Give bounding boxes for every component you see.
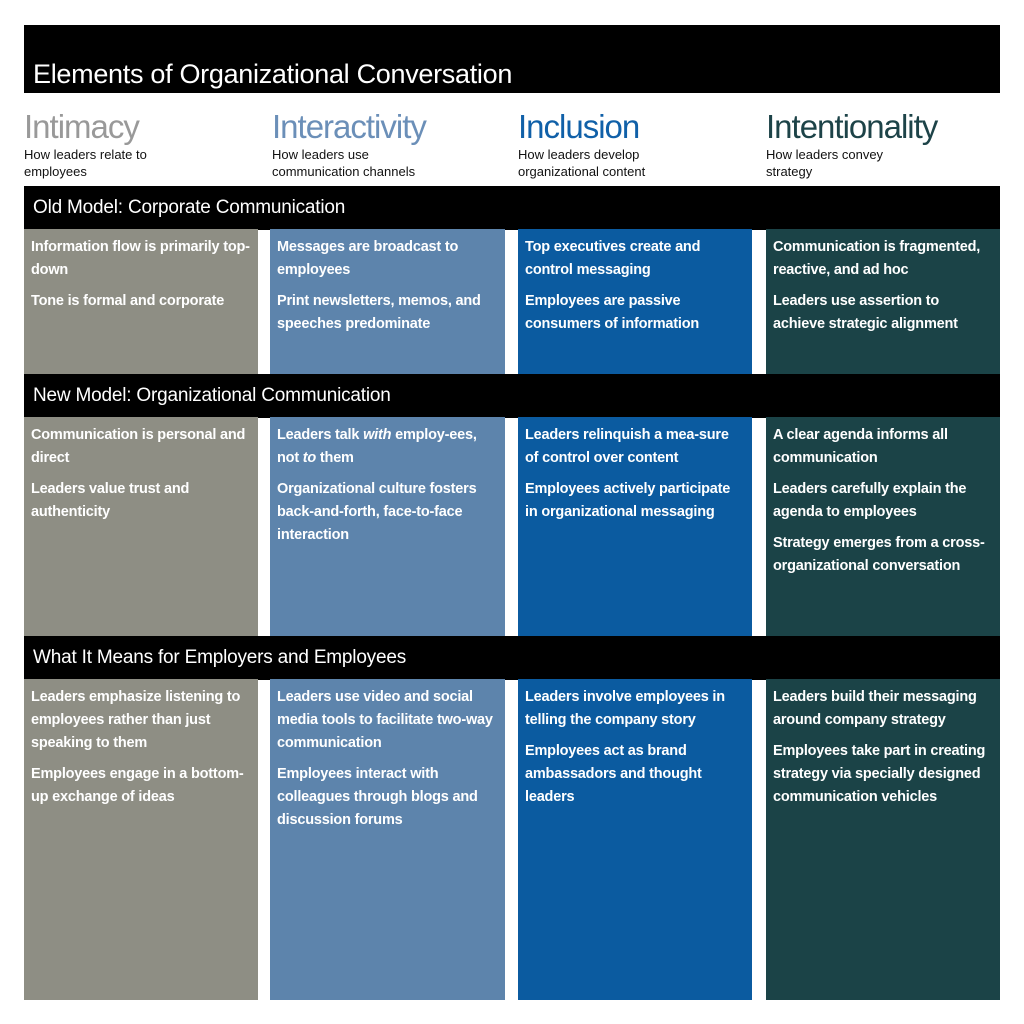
cell-point: Leaders use video and social media tools… xyxy=(277,689,493,751)
cell-point: Leaders build their messaging around com… xyxy=(773,689,977,728)
cell-point: Print newsletters, memos, and speeches p… xyxy=(277,293,481,332)
cell-intentionality: A clear agenda informs all communication… xyxy=(766,417,1000,636)
cell-point: Information flow is primarily top-down xyxy=(31,239,250,278)
column-subtitle: How leaders use communication channels xyxy=(272,147,416,179)
column-heading: Interactivity xyxy=(272,108,427,145)
cell-intimacy: Leaders emphasize listening to employees… xyxy=(24,679,258,1000)
cell-inclusion: Top executives create and control messag… xyxy=(518,229,752,374)
cell-point: Leaders value trust and authenticity xyxy=(31,481,190,520)
cell-interactivity: Leaders talk with employ-ees, not to the… xyxy=(270,417,505,636)
column-subtitle: How leaders convey strategy xyxy=(766,147,884,179)
cell-point: Leaders relinquish a mea-sure of control… xyxy=(525,427,729,466)
cell-intentionality: Leaders build their messaging around com… xyxy=(766,679,1000,1000)
cell-point: Strategy emerges from a cross-organizati… xyxy=(773,535,985,574)
section-header: What It Means for Employers and Employee… xyxy=(24,636,1000,680)
section-header: Old Model: Corporate Communication xyxy=(24,186,1000,230)
column-heading: Inclusion xyxy=(518,108,640,145)
cell-point: Employees act as brand ambassadors and t… xyxy=(525,743,702,805)
column-subtitle: How leaders relate to employees xyxy=(24,147,147,179)
cell-point: Employees interact with colleagues throu… xyxy=(277,766,478,828)
column-heading: Intentionality xyxy=(766,108,938,145)
cell-point: Top executives create and control messag… xyxy=(525,239,701,278)
cell-point: Employees are passive consumers of infor… xyxy=(525,293,700,332)
cell-point: Leaders carefully explain the agenda to … xyxy=(773,481,967,520)
column-subtitle: How leaders develop organizational conte… xyxy=(518,147,646,179)
section-header: New Model: Organizational Communication xyxy=(24,374,1000,418)
cell-point: Tone is formal and corporate xyxy=(31,293,225,309)
cell-interactivity: Leaders use video and social media tools… xyxy=(270,679,505,1000)
infographic-title: Elements of Organizational Conversation xyxy=(33,59,513,89)
section-title: What It Means for Employers and Employee… xyxy=(33,647,407,668)
title-bar: Elements of Organizational Conversation xyxy=(24,25,1000,93)
cell-point: Leaders emphasize listening to employees… xyxy=(31,689,241,751)
cell-point: Employees engage in a bottom-up exchange… xyxy=(31,766,244,805)
cell-intentionality: Communication is fragmented, reactive, a… xyxy=(766,229,1000,374)
cell-point: Employees actively participate in organi… xyxy=(525,481,731,520)
cell-point: Leaders involve employees in telling the… xyxy=(525,689,725,728)
cell-point: A clear agenda informs all communication xyxy=(773,427,948,466)
cell-inclusion: Leaders relinquish a mea-sure of control… xyxy=(518,417,752,636)
cell-point: Organizational culture fosters back-and-… xyxy=(277,481,477,543)
cell-point: Communication is personal and direct xyxy=(31,427,246,466)
section-title: New Model: Organizational Communication xyxy=(33,385,391,406)
section-title: Old Model: Corporate Communication xyxy=(33,197,346,218)
cell-point: Leaders talk with employ-ees, not to the… xyxy=(277,427,477,466)
cell-point: Communication is fragmented, reactive, a… xyxy=(773,239,981,278)
cell-point: Leaders use assertion to achieve strateg… xyxy=(773,293,958,332)
cell-point: Employees take part in creating strategy… xyxy=(773,743,986,805)
cell-point: Messages are broadcast to employees xyxy=(277,239,459,278)
column-heading: Intimacy xyxy=(24,108,140,145)
cell-inclusion: Leaders involve employees in telling the… xyxy=(518,679,752,1000)
